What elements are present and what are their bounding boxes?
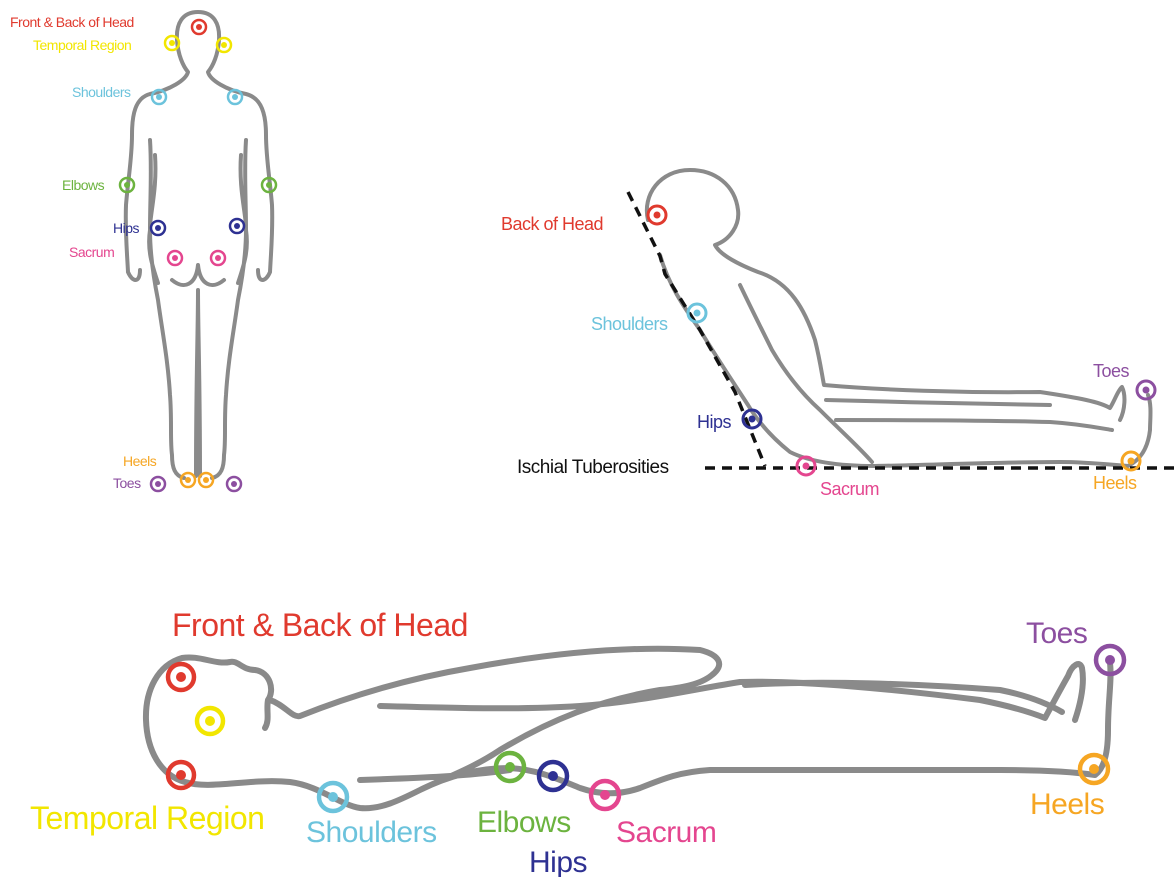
sitting-hips-label: Hips [697, 412, 732, 432]
lying-temporal-label: Temporal Region [30, 800, 264, 836]
lying-body-outline [146, 649, 1111, 809]
standing-hip-left-marker [151, 221, 165, 235]
standing-elbows-label: Elbows [62, 177, 105, 193]
lying-elbows-label: Elbows [477, 806, 571, 839]
lying-toes-label: Toes [1026, 617, 1087, 650]
sitting-ischial-label: Ischial Tuberosities [517, 457, 669, 478]
sitting-sacrum-label: Sacrum [820, 479, 879, 499]
lying-sacrum-label: Sacrum [616, 816, 716, 849]
sitting-shoulders-label: Shoulders [591, 314, 668, 334]
sitting-toes-label: Toes [1093, 361, 1130, 381]
lying-heels-label: Heels [1030, 788, 1104, 821]
standing-heel-right-marker [199, 473, 213, 487]
standing-heel-left-marker [181, 473, 195, 487]
standing-heels-label: Heels [123, 453, 157, 469]
lying-hips-label: Hips [529, 846, 587, 877]
sitting-markers [648, 206, 1155, 475]
sitting-toes-marker [1137, 381, 1155, 399]
standing-sacrum-left-marker [168, 251, 182, 265]
standing-toe-right-marker [227, 477, 241, 491]
lying-head-label: Front & Back of Head [172, 607, 468, 643]
lying-figure [146, 649, 1111, 809]
standing-figure [126, 12, 273, 478]
lying-temporal-marker [197, 708, 223, 734]
sitting-head-label: Back of Head [501, 214, 603, 234]
standing-shoulders-label: Shoulders [72, 84, 131, 100]
standing-sacrum-label: Sacrum [69, 244, 114, 260]
standing-body-outline [126, 12, 273, 478]
standing-toe-left-marker [151, 477, 165, 491]
standing-hip-right-marker [230, 219, 244, 233]
lying-shoulders-marker [319, 783, 347, 811]
standing-sacrum-right-marker [211, 251, 225, 265]
standing-toes-label: Toes [113, 475, 141, 491]
sitting-head-marker [648, 206, 666, 224]
sitting-heels-label: Heels [1093, 473, 1137, 493]
standing-head-marker [192, 20, 206, 34]
standing-head-label: Front & Back of Head [10, 14, 134, 30]
standing-temporal-label: Temporal Region [33, 37, 131, 53]
lying-shoulders-label: Shoulders [306, 816, 437, 849]
lying-head-front-marker [168, 664, 194, 690]
standing-hips-label: Hips [113, 220, 140, 236]
